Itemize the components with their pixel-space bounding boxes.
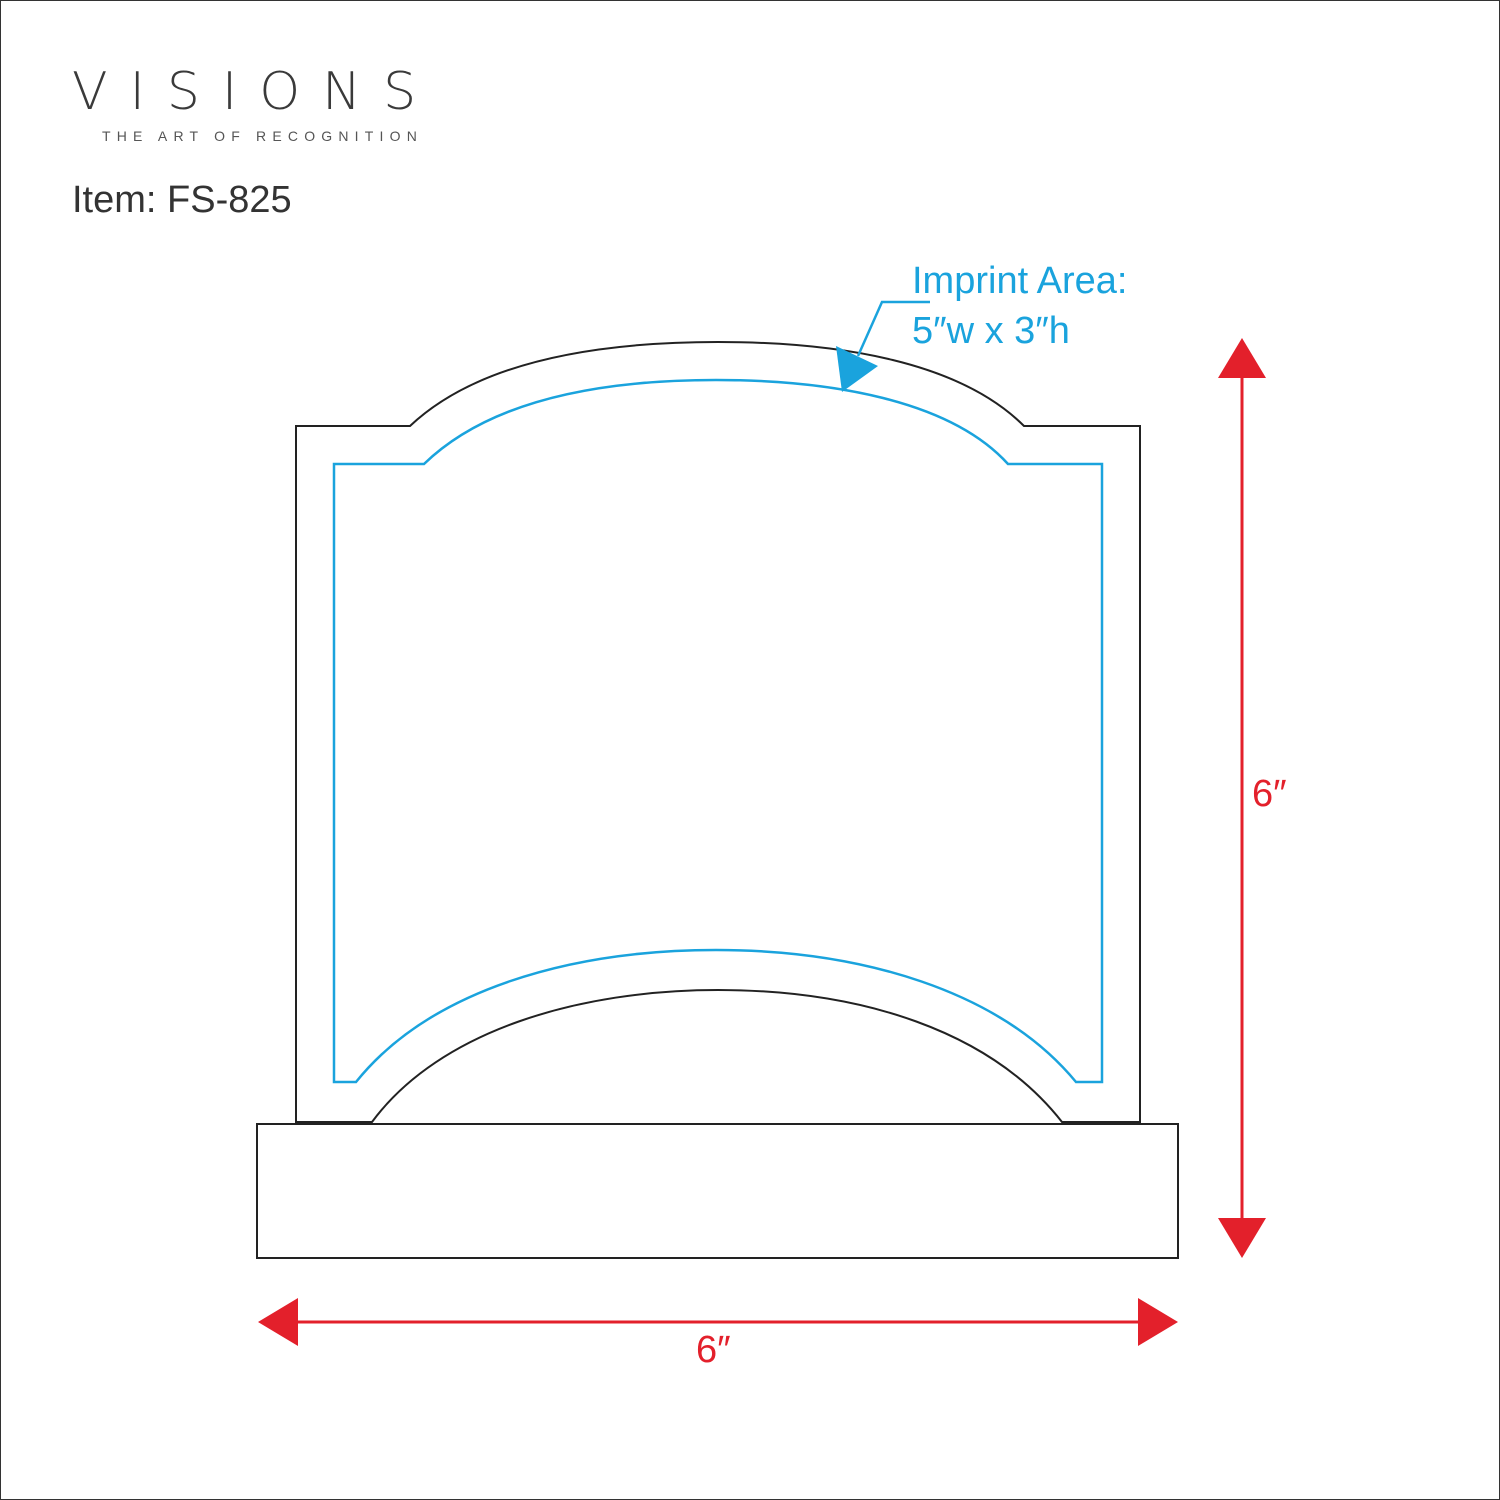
- width-dimension-label: 6″: [696, 1329, 731, 1371]
- brand-tagline: THE ART OF RECOGNITION: [102, 128, 424, 144]
- imprint-callout: Imprint Area: 5″w x 3″h: [912, 256, 1127, 356]
- imprint-size: 5″w x 3″h: [912, 310, 1070, 352]
- height-arrow-top: [1218, 338, 1266, 378]
- imprint-leader-line: [856, 300, 930, 357]
- height-arrow-bottom: [1218, 1218, 1266, 1258]
- award-base: [256, 1123, 1179, 1259]
- imprint-title: Imprint Area:: [912, 260, 1128, 302]
- award-outline: [295, 340, 1141, 1123]
- width-arrow-right: [1138, 1298, 1178, 1346]
- imprint-area-outline: [332, 378, 1104, 1084]
- imprint-arrowhead: [836, 346, 878, 392]
- item-label: Item: FS-825: [72, 179, 292, 221]
- brand-logo: VISIONS THE ART OF RECOGNITION: [72, 62, 438, 144]
- brand-name: VISIONS: [72, 62, 439, 122]
- width-arrow-left: [258, 1298, 298, 1346]
- height-dimension-label: 6″: [1252, 773, 1287, 815]
